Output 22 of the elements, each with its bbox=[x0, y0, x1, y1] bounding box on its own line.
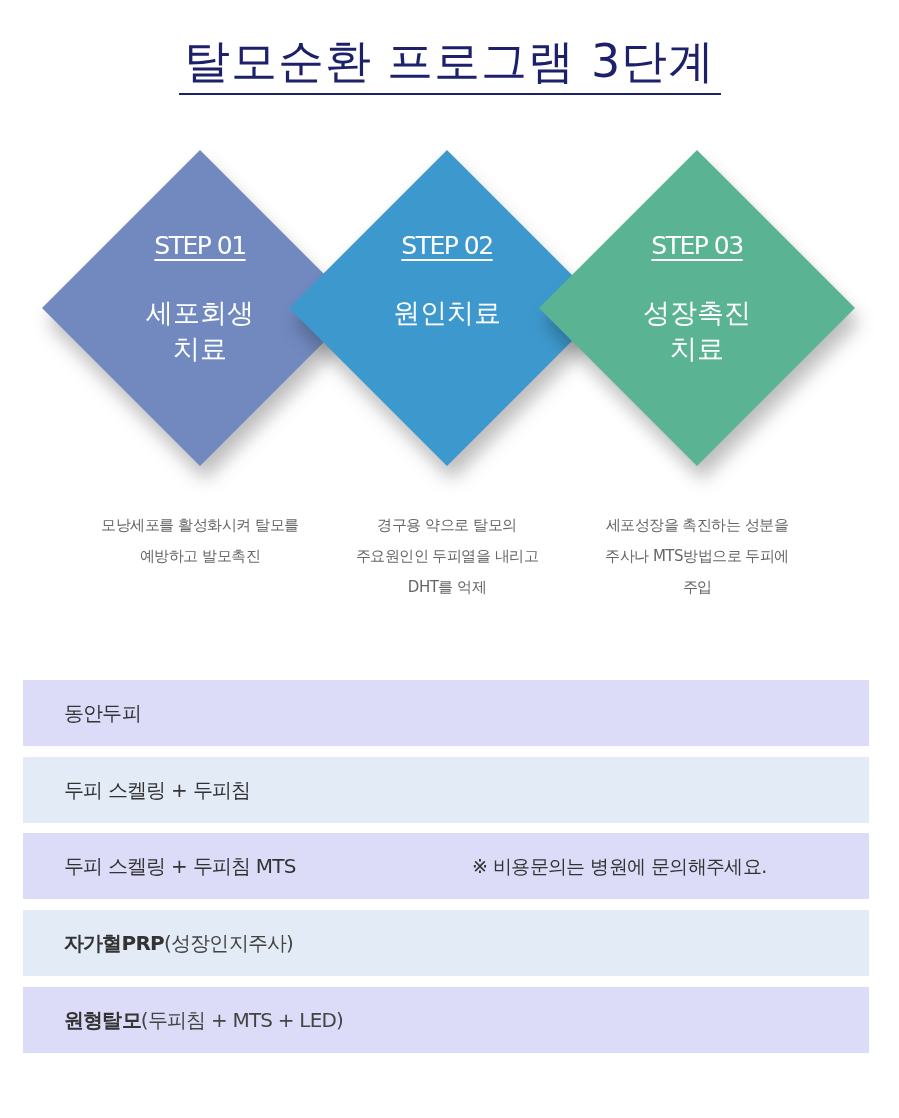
program-band bbox=[23, 910, 869, 976]
program-name: 동안두피 bbox=[64, 700, 141, 727]
program-band bbox=[23, 680, 869, 746]
step-description: 세포성장을 촉진하는 성분을 주사나 MTS방법으로 두피에 주입 bbox=[604, 515, 790, 598]
step-title: 성장촉진 치료 bbox=[642, 296, 752, 366]
program-name: 자가혈PRP(성장인지주사) bbox=[64, 930, 294, 957]
step-title: 세포회생 치료 bbox=[145, 296, 255, 366]
step-label: STEP 03 bbox=[651, 230, 743, 262]
page-title: 탈모순환 프로그램 3단계 bbox=[183, 33, 716, 89]
step-diamond bbox=[539, 150, 855, 466]
program-name: 원형탈모(두피침 + MTS + LED) bbox=[64, 1007, 344, 1034]
program-band bbox=[23, 833, 869, 899]
program-name: 두피 스켈링 + 두피침 MTS bbox=[64, 853, 296, 880]
program-band bbox=[23, 757, 869, 823]
step-title: 원인치료 bbox=[393, 296, 501, 330]
program-name: 두피 스켈링 + 두피침 bbox=[64, 777, 251, 804]
step-description: 경구용 약으로 탈모의 주요원인인 두피열을 내리고 DHT를 억제 bbox=[354, 515, 540, 598]
step-description: 모낭세포를 활성화시켜 탈모를 예방하고 발모촉진 bbox=[100, 515, 300, 567]
note-text: ※ 비용문의는 병원에 문의해주세요. bbox=[472, 854, 767, 879]
program-band bbox=[23, 987, 869, 1053]
step-label: STEP 01 bbox=[154, 230, 246, 262]
step-label: STEP 02 bbox=[401, 230, 493, 262]
